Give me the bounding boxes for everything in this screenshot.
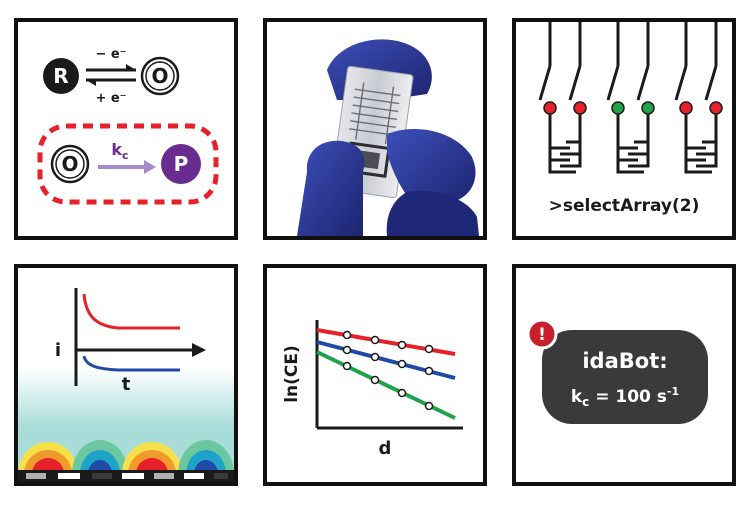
- switch-contact-red: [543, 101, 557, 115]
- select-array-command: >selectArray(2): [548, 196, 700, 216]
- oxidized-species-label: O: [151, 64, 168, 88]
- data-point: [342, 345, 352, 355]
- redox-scheme-panel: R − e⁻ + e⁻ O O kc P: [14, 18, 238, 240]
- current-axis-label: i: [55, 340, 61, 361]
- glove-lower-hand: [386, 190, 479, 236]
- data-point: [370, 352, 380, 362]
- interdigitated-electrode-left-comb: [684, 134, 712, 174]
- diffusion-haze: [18, 368, 234, 428]
- chemical-step-arrowhead: [144, 160, 156, 174]
- electrode-bands: [26, 473, 228, 479]
- switch-contact-green: [641, 101, 655, 115]
- oxidized-species-inner-ring: [145, 61, 175, 91]
- switch-contact-green: [611, 101, 625, 115]
- reduced-species-label: R: [53, 64, 68, 88]
- rate-constant-label: kc: [111, 140, 128, 162]
- switch-blade: [674, 65, 688, 101]
- switch-contact-red: [709, 101, 723, 115]
- interdigitated-electrode-left-comb: [616, 134, 644, 174]
- interdigitated-electrode-right-comb: [560, 134, 582, 168]
- interdigitated-electrode-left-comb: [548, 134, 576, 174]
- switch-blade: [636, 65, 650, 101]
- x-axis-label: d: [379, 438, 392, 459]
- y-axis-label: ln(CE): [282, 345, 302, 403]
- switch-blade: [568, 65, 582, 101]
- chemical-step-dashed-box: [37, 123, 219, 205]
- alert-icon: [526, 318, 558, 350]
- interdigitated-electrode-right-comb: [628, 134, 650, 168]
- idabot-name: idaBot:: [582, 349, 667, 373]
- switch-array-diagram: [538, 22, 723, 174]
- chronoamperometry-panel: i t: [14, 264, 238, 486]
- series-line-red: [316, 328, 456, 356]
- reactant-inner-ring: [55, 149, 85, 179]
- redox-scheme: R − e⁻ + e⁻ O O kc P: [37, 47, 219, 205]
- anodic-current-trace: [82, 293, 180, 330]
- time-axis-label: t: [122, 374, 131, 395]
- collection-efficiency-panel: ln(CE) d: [263, 264, 487, 486]
- time-axis-arrowhead: [192, 343, 206, 357]
- idabot-message-bubble: ! idaBot: kc = 100 s-1: [526, 318, 708, 424]
- oxidation-label: − e⁻: [95, 47, 126, 62]
- data-point: [397, 340, 407, 350]
- interdigitated-electrode-right-comb: [696, 134, 718, 168]
- switch-blade: [538, 65, 552, 101]
- idabot-panel: ! idaBot: kc = 100 s-1: [512, 264, 736, 486]
- switch-contact-red: [573, 101, 587, 115]
- data-point: [424, 401, 434, 411]
- switch-contact-red: [679, 101, 693, 115]
- reactant-label: O: [61, 152, 78, 176]
- data-point: [370, 335, 380, 345]
- oxidation-arrowhead: [126, 64, 136, 70]
- switch-blade: [704, 65, 718, 101]
- switch-array-panel: >selectArray(2): [512, 18, 736, 240]
- reduction-label: + e⁻: [95, 91, 126, 106]
- product-circle: [161, 144, 201, 184]
- data-point: [424, 344, 434, 354]
- product-label: P: [174, 152, 189, 176]
- data-point: [424, 366, 434, 376]
- concentration-profile-heatmap: [18, 440, 234, 474]
- reduced-species-circle: [43, 58, 79, 94]
- collection-efficiency-plot: ln(CE) d: [282, 320, 463, 459]
- rate-constant-readout: kc = 100 s-1: [571, 385, 679, 409]
- switch-blade: [606, 65, 620, 101]
- message-bubble: [542, 330, 708, 424]
- data-point: [342, 330, 352, 340]
- glove-middle-finger: [387, 128, 476, 208]
- glove-index-finger: [297, 140, 365, 236]
- cathodic-current-trace: [82, 355, 180, 372]
- data-point: [397, 388, 407, 398]
- data-point: [397, 359, 407, 369]
- device-photo-panel: [263, 18, 487, 240]
- alert-glyph: !: [538, 325, 546, 345]
- data-point: [370, 375, 380, 385]
- reduction-arrowhead: [86, 80, 96, 86]
- chronoamperometry-diagram: i t: [18, 288, 234, 482]
- gloved-hand-holding-chip-image: [297, 39, 479, 236]
- data-point: [342, 361, 352, 371]
